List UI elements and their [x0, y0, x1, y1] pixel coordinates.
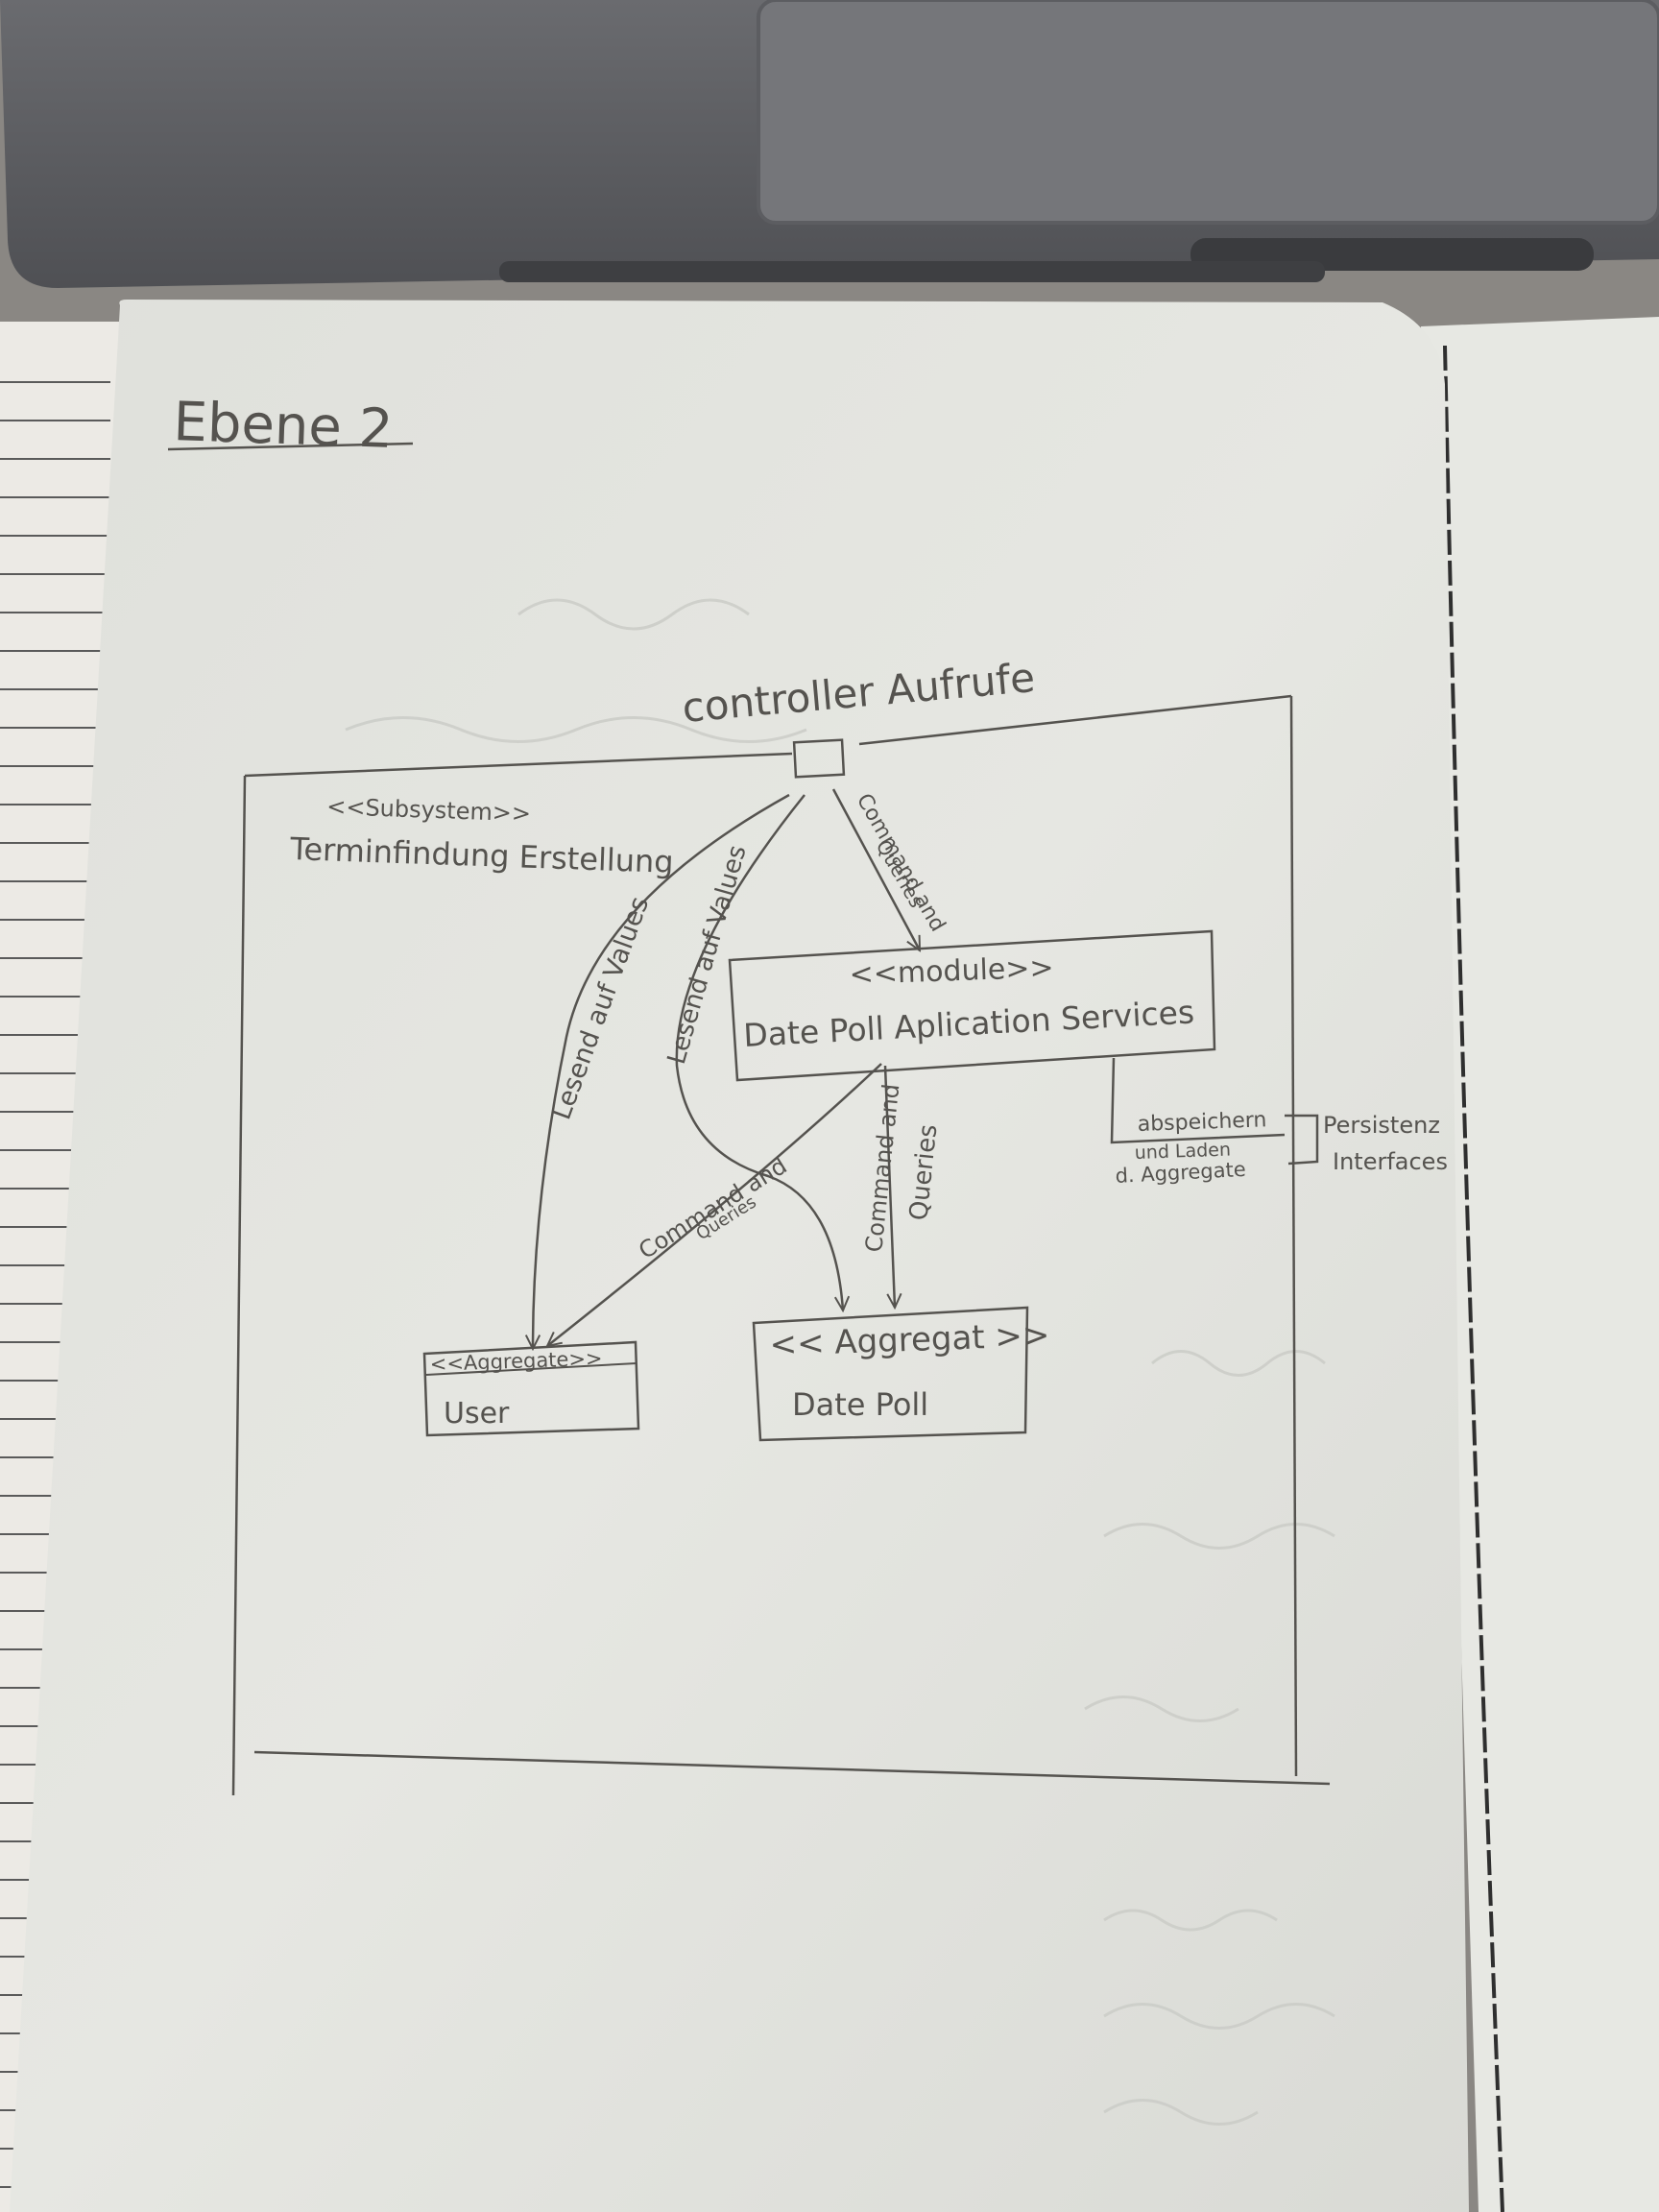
controller-port	[792, 738, 846, 779]
page-title-underline	[167, 442, 414, 451]
edge-module-to-user	[547, 1063, 882, 1346]
persistence-port	[1285, 1114, 1319, 1166]
show-through-marks	[345, 598, 1335, 2126]
paper-sheet	[10, 300, 1469, 2212]
label-persistence-line1: abspeichern	[1137, 1108, 1266, 1137]
right-notebook-page	[1421, 317, 1659, 2212]
module-stereotype: <<module>>	[849, 951, 1054, 992]
user-aggregate-box: <<Aggregate>> User	[422, 1340, 640, 1437]
laptop	[0, 0, 1659, 288]
datepoll-aggregate-box: << Aggregat >> Date Poll	[752, 1306, 1050, 1442]
edge-controller-to-user	[533, 793, 790, 1349]
page-title: Ebene 2	[173, 391, 395, 461]
persistence-label-line1: Persistenz	[1323, 1112, 1440, 1139]
connectors	[533, 788, 1319, 1349]
datepoll-name: Date Poll	[792, 1386, 928, 1423]
edge-module-to-persistence	[1110, 1057, 1286, 1144]
subsystem-frame	[231, 694, 1331, 1796]
edge-controller-to-module	[831, 788, 922, 950]
edge-module-to-datepoll	[883, 1065, 895, 1308]
label-persistence-line2: und Laden	[1134, 1140, 1231, 1164]
user-name: User	[444, 1397, 510, 1431]
edge-controller-to-datepoll	[675, 794, 843, 1310]
persistence-label-line2: Interfaces	[1333, 1148, 1448, 1175]
